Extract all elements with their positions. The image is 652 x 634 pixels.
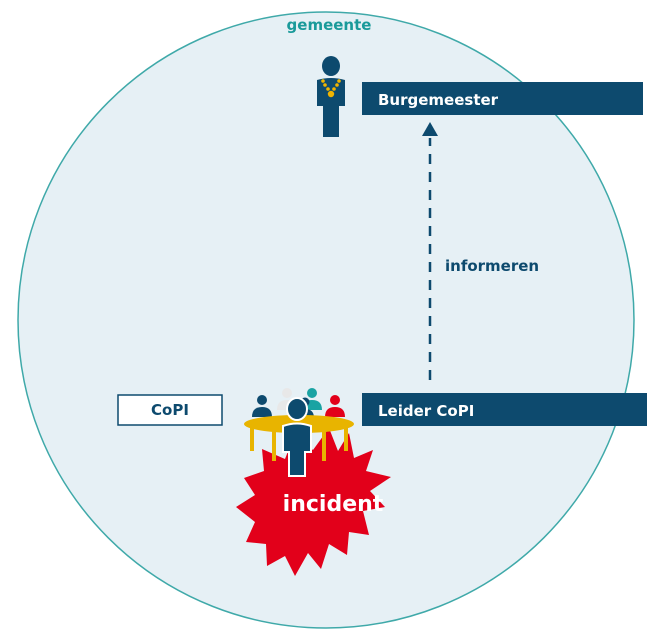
gemeente-label: gemeente	[287, 16, 372, 34]
copi-box	[117, 394, 223, 426]
copi-label: CoPI	[151, 401, 189, 419]
leider-copi-label: Leider CoPI	[378, 402, 474, 420]
leader-person-icon	[282, 397, 312, 477]
mayor-chain-icon	[321, 79, 341, 98]
gemeente-circle	[17, 11, 635, 629]
incident-starburst	[236, 428, 391, 576]
burgemeester-label: Burgemeester	[378, 91, 499, 109]
person-red-icon	[325, 395, 345, 417]
leider-copi-box	[362, 393, 647, 426]
mayor-person-icon	[317, 56, 345, 137]
informeren-label: informeren	[445, 257, 539, 275]
inform-arrow	[422, 122, 438, 380]
burgemeester-box	[362, 82, 643, 115]
person-navy-icon	[252, 395, 272, 417]
incident-label: incident	[283, 492, 384, 517]
